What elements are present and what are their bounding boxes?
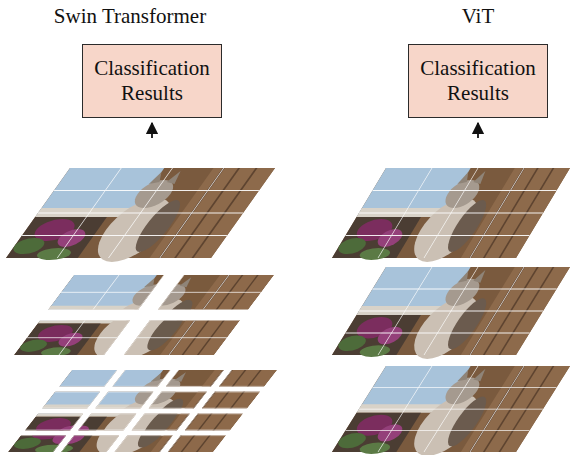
up-arrow bbox=[151, 123, 153, 138]
image-layer bbox=[3, 168, 275, 262]
window-patch bbox=[39, 375, 273, 444]
image-layer bbox=[330, 168, 570, 262]
box-label: Classification Results bbox=[419, 56, 537, 106]
column-title: ViT bbox=[462, 4, 495, 29]
window-patch bbox=[14, 375, 248, 444]
window-patch bbox=[22, 375, 256, 444]
window-layer bbox=[6, 370, 277, 455]
output-box: Classification Results bbox=[408, 44, 548, 118]
window-layer bbox=[12, 275, 274, 358]
image-patch bbox=[3, 168, 275, 262]
up-arrow bbox=[477, 123, 479, 138]
column-title: Swin Transformer bbox=[54, 4, 206, 29]
window-patch bbox=[31, 375, 265, 444]
box-label: Classification Results bbox=[93, 56, 211, 106]
window-patch bbox=[32, 286, 266, 358]
image-layer bbox=[330, 267, 570, 359]
image-layer bbox=[330, 366, 570, 455]
window-patch bbox=[30, 386, 264, 455]
window-patch bbox=[22, 386, 256, 455]
output-box: Classification Results bbox=[82, 44, 222, 118]
